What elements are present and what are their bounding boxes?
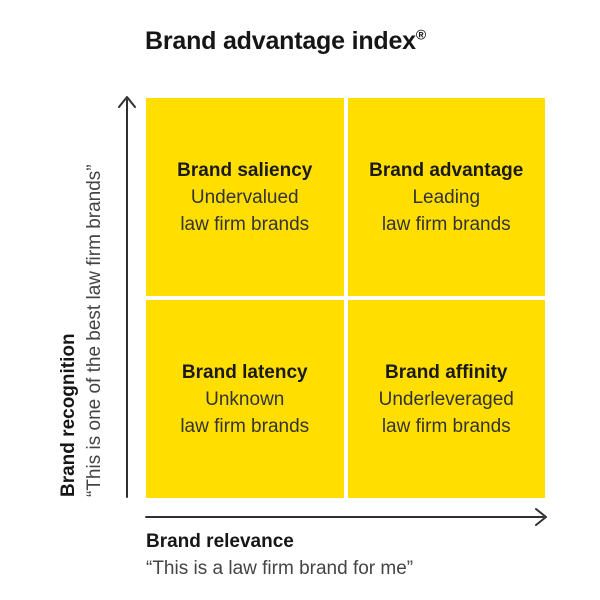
x-axis-label: Brand relevance <box>146 531 294 552</box>
quadrant-heading: Brand saliency <box>177 159 313 181</box>
y-axis-arrow-icon <box>118 96 136 498</box>
quadrant-subtext-line: law firm brands <box>180 415 310 437</box>
quadrant-subtext-line: Unknown <box>205 388 285 410</box>
page-title-text: Brand advantage index <box>145 27 416 55</box>
quadrant-heading: Brand latency <box>181 361 308 383</box>
x-axis-quote: “This is a law firm brand for me” <box>146 558 414 579</box>
y-axis-labels: Brand recognition “This is one of the be… <box>56 97 108 497</box>
quadrant-heading: Brand affinity <box>385 361 508 383</box>
quadrant-matrix: Brand saliency Undervalued law firm bran… <box>146 98 545 498</box>
quadrant-subtext-line: Underleveraged <box>378 388 514 410</box>
quadrant-top-left: Brand saliency Undervalued law firm bran… <box>146 98 344 296</box>
registered-mark: ® <box>415 26 426 43</box>
quadrant-subtext-line: Undervalued <box>190 186 299 208</box>
quadrant-top-right: Brand advantage Leading law firm brands <box>347 98 545 296</box>
quadrant-subtext-line: Leading <box>412 186 481 208</box>
quadrant-heading: Brand advantage <box>369 159 524 181</box>
quadrant-bottom-left: Brand latency Unknown law firm brands <box>146 300 344 498</box>
quadrant-subtext-line: law firm brands <box>381 213 511 235</box>
quadrant-bottom-right: Brand affinity Underleveraged law firm b… <box>347 300 545 498</box>
page-title: Brand advantage index® <box>145 27 426 56</box>
y-axis-label: Brand recognition <box>58 333 79 497</box>
x-axis-arrow-icon <box>145 508 547 526</box>
quadrant-subtext-line: law firm brands <box>381 415 511 437</box>
y-axis-quote: “This is one of the best law firm brands… <box>84 164 105 497</box>
x-axis-labels: Brand relevance “This is a law firm bran… <box>146 529 413 583</box>
quadrant-subtext-line: law firm brands <box>180 213 310 235</box>
